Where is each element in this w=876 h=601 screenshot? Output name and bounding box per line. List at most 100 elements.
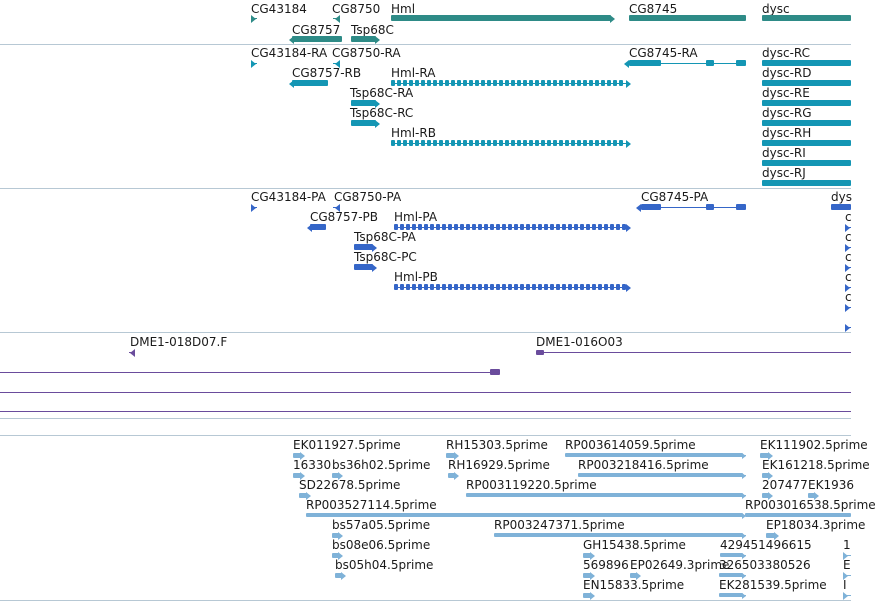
feature-label: RP003527114.5prime <box>306 498 437 512</box>
feature-block <box>562 224 566 230</box>
feature-block <box>354 244 373 250</box>
feature-block <box>409 140 413 146</box>
arrow-left-icon <box>289 80 294 88</box>
feature-block <box>583 80 587 86</box>
feature-label: DME1-016O03 <box>536 335 623 349</box>
feature-block <box>415 80 419 86</box>
feature-label: EK281539.5prime <box>719 578 827 592</box>
arrow-right-icon <box>845 224 850 232</box>
feature-block <box>578 473 743 477</box>
feature-line <box>391 83 629 84</box>
arrow-right-icon <box>742 533 746 539</box>
feature-block <box>526 284 530 290</box>
feature-block <box>568 224 572 230</box>
track-divider <box>0 188 851 189</box>
feature-block <box>409 80 413 86</box>
feature-line <box>536 352 851 353</box>
arrow-right-icon <box>590 552 595 560</box>
arrow-right-icon <box>626 140 631 148</box>
feature-label: Hml-PB <box>394 270 438 284</box>
arrow-right-icon <box>626 284 631 292</box>
feature-block <box>535 80 539 86</box>
feature-block <box>442 224 446 230</box>
feature-block <box>499 80 503 86</box>
feature-block <box>630 573 637 578</box>
feature-block <box>511 80 515 86</box>
feature-block <box>394 284 398 290</box>
feature-block <box>451 140 455 146</box>
arrow-left-icon <box>130 349 135 357</box>
feature-block <box>595 140 599 146</box>
feature-block <box>583 593 591 598</box>
feature-block <box>460 224 464 230</box>
arrow-right-icon <box>338 532 343 540</box>
feature-block <box>517 140 521 146</box>
feature-label: RH16929.5prime <box>448 458 550 472</box>
feature-label: E <box>843 558 851 572</box>
arrow-right-icon <box>843 592 848 600</box>
feature-block <box>831 204 851 210</box>
feature-block <box>335 573 342 578</box>
feature-block <box>762 140 851 146</box>
feature-block <box>613 80 617 86</box>
feature-block <box>424 224 428 230</box>
feature-line <box>629 63 746 64</box>
feature-block <box>391 15 611 21</box>
feature-block <box>406 284 410 290</box>
feature-block <box>808 493 815 498</box>
feature-block <box>607 80 611 86</box>
arrow-right-icon <box>742 573 746 579</box>
arrow-right-icon <box>372 244 377 252</box>
feature-block <box>466 224 470 230</box>
feature-block <box>583 140 587 146</box>
feature-block <box>494 533 743 537</box>
arrow-right-icon <box>454 472 459 480</box>
feature-label: SD22678.5prime <box>299 478 401 492</box>
feature-label: CG8757 <box>292 23 341 37</box>
feature-block <box>526 224 530 230</box>
feature-line <box>391 143 629 144</box>
arrow-right-icon <box>341 572 346 580</box>
feature-block <box>421 80 425 86</box>
feature-block <box>406 224 410 230</box>
feature-block <box>568 284 572 290</box>
feature-block <box>421 140 425 146</box>
feature-block <box>445 80 449 86</box>
feature-block <box>622 284 626 290</box>
feature-line <box>0 411 851 412</box>
feature-block <box>351 36 376 42</box>
feature-label: CG8745-PA <box>641 190 709 204</box>
feature-block <box>706 60 714 66</box>
feature-label: EP02649.3prime <box>630 558 730 572</box>
feature-label: Tsp68C-RA <box>350 86 414 100</box>
feature-block <box>720 553 743 557</box>
arrow-left-icon <box>636 204 641 212</box>
feature-block <box>745 513 851 517</box>
feature-label: CG8745 <box>629 2 678 16</box>
feature-label: dysc-RI <box>762 146 806 160</box>
feature-block <box>536 350 544 355</box>
feature-label: RP003614059.5prime <box>565 438 696 452</box>
feature-block <box>583 573 591 578</box>
feature-block <box>412 284 416 290</box>
feature-block <box>448 473 455 478</box>
arrow-right-icon <box>845 304 850 312</box>
arrow-right-icon <box>845 264 850 272</box>
feature-label: Hml <box>391 2 416 16</box>
feature-label: CG8750-PA <box>334 190 402 204</box>
feature-label: 569896 <box>583 558 629 572</box>
feature-block <box>762 100 851 106</box>
feature-label: CG8757-RB <box>292 66 362 80</box>
feature-block <box>430 224 434 230</box>
feature-block <box>430 284 434 290</box>
arrow-right-icon <box>742 553 746 559</box>
feature-block <box>332 473 339 478</box>
feature-label: EK1936 <box>808 478 854 492</box>
feature-block <box>332 533 339 538</box>
arrow-right-icon <box>768 472 773 480</box>
feature-block <box>544 224 548 230</box>
feature-block <box>415 140 419 146</box>
feature-block <box>484 284 488 290</box>
feature-block <box>541 80 545 86</box>
